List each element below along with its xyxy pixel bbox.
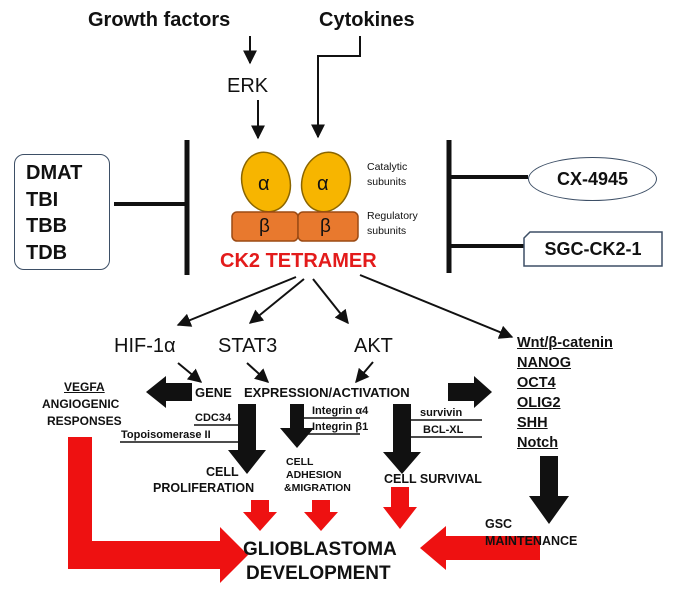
wnt-down-arrow bbox=[529, 456, 569, 524]
inhibitor-tbb: TBB bbox=[26, 215, 68, 237]
cdc34-label: CDC34 bbox=[195, 412, 232, 424]
migration-label: &MIGRATION bbox=[284, 482, 351, 494]
alpha-right-symbol: α bbox=[317, 173, 329, 195]
akt-label: AKT bbox=[354, 335, 393, 357]
erk-label: ERK bbox=[227, 75, 269, 97]
gene-shh: SHH bbox=[517, 415, 548, 431]
left-inhibitors-list: DMAT TBI TBB TDB bbox=[26, 160, 82, 266]
proliferation-down-arrow bbox=[228, 404, 266, 474]
alpha-left-symbol: α bbox=[258, 173, 270, 195]
cell-survival-label: CELL SURVIVAL bbox=[384, 472, 482, 486]
sgc-ck2-1-box: SGC-CK2-1 bbox=[524, 232, 662, 266]
gene-nanog: NANOG bbox=[517, 355, 571, 371]
cytokines-label: Cytokines bbox=[319, 9, 415, 31]
proliferation-cell-label: CELL bbox=[206, 465, 239, 479]
alpha-subunit-right bbox=[300, 151, 352, 213]
topoisomerase-label: Topoisomerase II bbox=[121, 429, 211, 441]
akt-to-gene-arrow bbox=[355, 361, 374, 384]
angiogenic-red-arrow bbox=[68, 437, 248, 583]
ck2-to-wnt-arrow bbox=[359, 274, 514, 339]
survivin-label: survivin bbox=[420, 407, 463, 419]
proliferation-red-arrow bbox=[243, 500, 277, 531]
ck2-to-stat3-arrow bbox=[248, 278, 305, 324]
gene-wnt: Wnt/β-catenin bbox=[517, 335, 613, 351]
sgc-ck2-1-label: SGC-CK2-1 bbox=[544, 238, 642, 259]
stemness-genes-list: Wnt/β-catenin NANOG OCT4 OLIG2 SHH Notch bbox=[517, 333, 613, 453]
right-black-arrow bbox=[448, 376, 492, 408]
beta-left-symbol: β bbox=[259, 216, 270, 237]
cytokines-to-ck2-arrow bbox=[311, 36, 361, 139]
left-black-arrow bbox=[146, 376, 192, 408]
growth-factors-label: Growth factors bbox=[88, 9, 231, 31]
ck2-to-hif-arrow bbox=[176, 276, 297, 327]
sgc-box-outline bbox=[523, 231, 663, 267]
catalytic-label-2: subunits bbox=[367, 176, 407, 188]
adhesion-red-arrow bbox=[304, 500, 338, 531]
survival-red-arrow bbox=[383, 487, 417, 529]
development-label: DEVELOPMENT bbox=[246, 563, 391, 584]
expression-activation-label: EXPRESSION/ACTIVATION bbox=[244, 385, 410, 400]
hif-to-gene-arrow bbox=[177, 362, 203, 383]
ck2-to-akt-arrow bbox=[312, 278, 349, 325]
responses-label: RESPONSES bbox=[47, 414, 122, 428]
gene-oct4: OCT4 bbox=[517, 375, 556, 391]
adhesion-down-arrow bbox=[280, 404, 314, 448]
vegfa-label: VEGFA bbox=[64, 380, 105, 394]
proliferation-label: PROLIFERATION bbox=[153, 481, 255, 495]
left-inhibitors-box bbox=[14, 154, 110, 270]
catalytic-label-1: Catalytic bbox=[367, 161, 408, 173]
alpha-subunit-left bbox=[240, 151, 292, 213]
adhesion-cell-label: CELL bbox=[286, 456, 314, 468]
gsc-label: GSC bbox=[485, 517, 513, 531]
hif-1a-label: HIF-1α bbox=[114, 335, 176, 357]
glioblastoma-label: GLIOBLASTOMA bbox=[243, 539, 397, 560]
maintenance-label: MAINTENANCE bbox=[485, 534, 578, 548]
regulatory-label-1: Regulatory bbox=[367, 210, 418, 222]
angiogenic-label: ANGIOGENIC bbox=[42, 397, 120, 411]
inhibitor-tdb: TDB bbox=[26, 241, 68, 264]
adhesion-label: ADHESION bbox=[286, 469, 342, 481]
integrin-a4-label: Integrin α4 bbox=[312, 405, 369, 417]
ck2-tetramer-title: CK2 TETRAMER bbox=[220, 250, 377, 272]
beta-subunit-right bbox=[297, 211, 359, 242]
cx-4945-label: CX-4945 bbox=[556, 168, 629, 189]
beta-right-symbol: β bbox=[320, 216, 331, 237]
regulatory-label-2: subunits bbox=[367, 225, 407, 237]
gene-notch: Notch bbox=[517, 435, 559, 451]
gsc-red-arrow bbox=[420, 526, 540, 570]
inhibitor-dmat: DMAT bbox=[26, 162, 83, 184]
stat3-to-gene-arrow bbox=[246, 362, 270, 383]
gene-label: GENE bbox=[195, 385, 232, 400]
stat3-label: STAT3 bbox=[218, 335, 278, 357]
inhibitor-tbi: TBI bbox=[26, 188, 59, 211]
integrin-b1-label: Integrin β1 bbox=[312, 421, 369, 433]
bcl-xl-label: BCL-XL bbox=[423, 424, 464, 436]
cx-4945-oval: CX-4945 bbox=[528, 157, 657, 201]
survival-down-arrow bbox=[383, 404, 421, 474]
gene-olig2: OLIG2 bbox=[517, 395, 561, 411]
